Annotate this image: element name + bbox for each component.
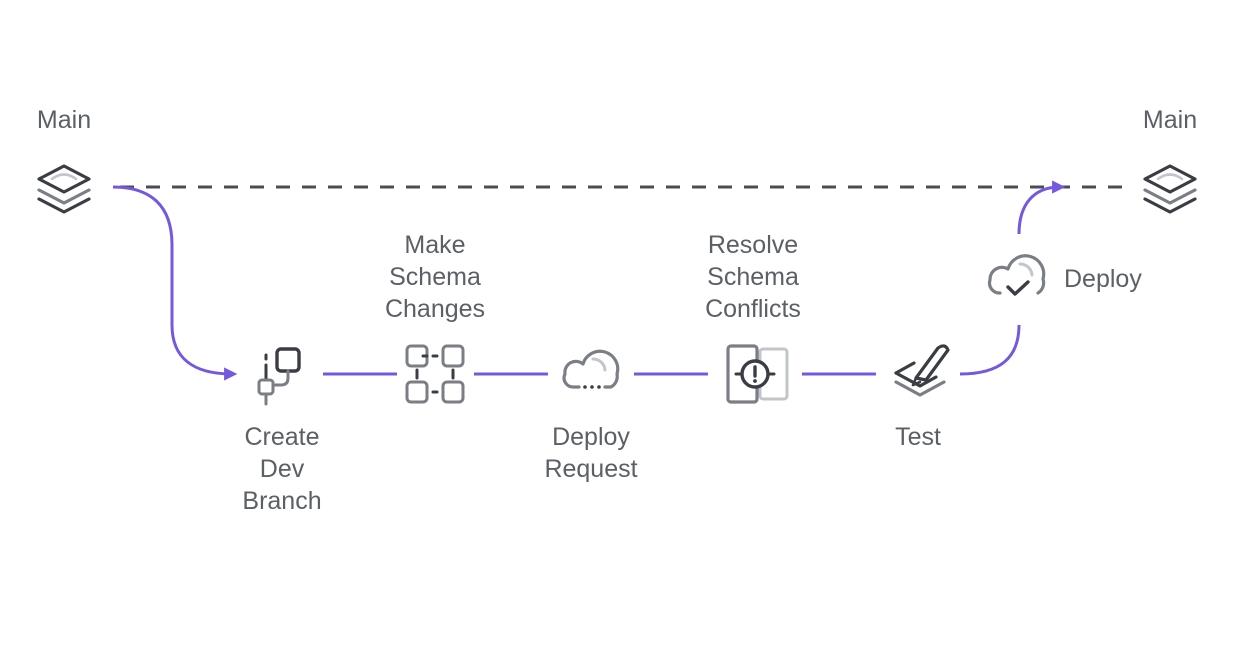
git-branch-icon — [257, 347, 301, 406]
connector-test-to-deploy — [959, 324, 1021, 376]
test-label: Test — [895, 423, 941, 451]
resolve-conflicts-label: Resolve Schema Conflicts — [705, 231, 801, 323]
branch-out-arrow — [112, 185, 238, 381]
schema-changes-label: Make Schema Changes — [384, 231, 486, 323]
create-branch-label: Create Dev Branch — [242, 423, 322, 515]
test-pen-icon — [894, 344, 950, 397]
main-start-label: Main — [36, 106, 92, 134]
deploy-request-label: Deploy Request — [544, 423, 638, 483]
main-end-label: Main — [1142, 106, 1198, 134]
cloud-pending-icon — [562, 349, 620, 389]
schema-grid-icon — [405, 344, 465, 404]
merge-arrow — [1017, 180, 1066, 235]
stack-layers-icon — [1143, 164, 1197, 214]
conflict-alert-icon — [726, 344, 789, 404]
deploy-label: Deploy — [1064, 265, 1142, 293]
stack-layers-icon — [37, 164, 91, 214]
cloud-check-icon — [987, 254, 1046, 296]
